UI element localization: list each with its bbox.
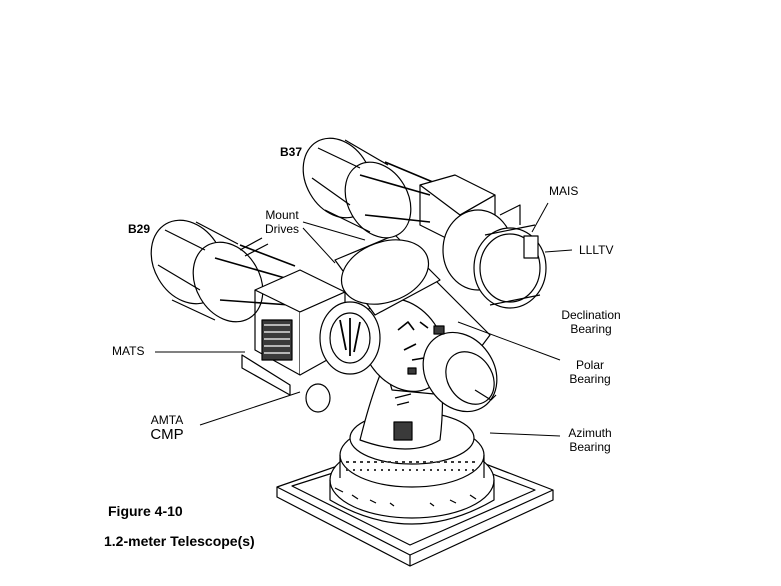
label-amta: AMTA	[150, 413, 184, 427]
label-amta-cmp: AMTA CMP	[144, 413, 190, 443]
label-b29: B29	[128, 222, 151, 236]
label-cmp: CMP	[150, 426, 184, 443]
polar-housing	[360, 274, 498, 413]
label-declination-bearing: Declination Bearing	[556, 308, 626, 336]
label-mount-drives-line2: Drives	[264, 222, 299, 236]
telescope-b29	[150, 219, 296, 323]
leader-lines	[155, 202, 573, 437]
label-llltv: LLLTV	[579, 243, 614, 257]
azimuth-pedestal	[329, 411, 495, 525]
figure-title: 1.2-meter Telescope(s)	[104, 533, 255, 549]
mats-unit	[241, 269, 381, 413]
label-azimuth-line1: Azimuth	[568, 426, 612, 440]
label-azimuth-line2: Bearing	[569, 440, 611, 454]
label-polar-bearing: Polar Bearing	[560, 358, 620, 386]
label-declination-line1: Declination	[561, 308, 621, 322]
label-mais: MAIS	[549, 184, 579, 198]
declination-drum	[334, 234, 441, 316]
label-declination-line2: Bearing	[570, 322, 612, 336]
label-mount-drives: Mount Drives	[262, 208, 302, 236]
label-b37: B37	[280, 145, 303, 159]
label-polar-line2: Bearing	[569, 372, 611, 386]
label-azimuth-bearing: Azimuth Bearing	[558, 426, 622, 454]
llltv-unit	[473, 224, 547, 309]
label-mats: MATS	[112, 344, 145, 358]
label-mount-drives-line1: Mount	[265, 208, 299, 222]
label-polar-line1: Polar	[575, 358, 604, 372]
figure-number: Figure 4-10	[108, 503, 183, 519]
